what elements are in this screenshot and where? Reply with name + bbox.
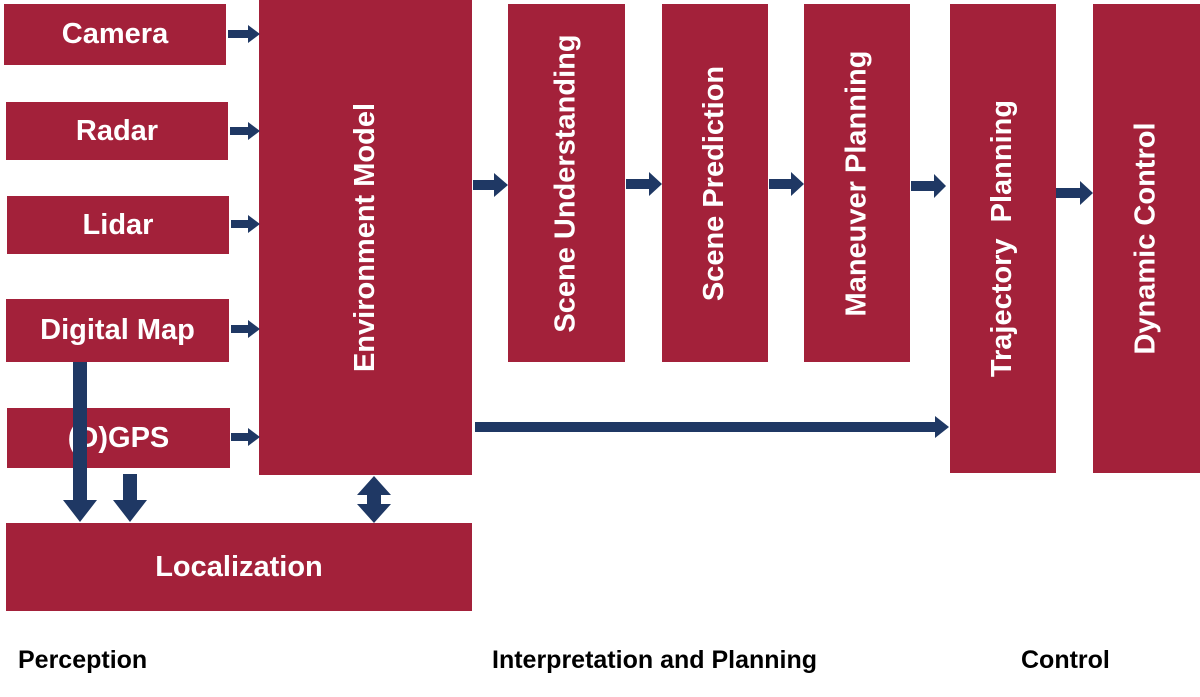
radar-arrow xyxy=(230,122,260,140)
camera-box: Camera xyxy=(4,4,226,65)
env-to-scene-understanding-arrow xyxy=(473,173,508,197)
dgps-arrow xyxy=(231,428,260,446)
trajectory-to-control-arrow xyxy=(1056,181,1093,205)
digital-map-arrow xyxy=(231,320,260,338)
maneuver-planning-box: Maneuver Planning xyxy=(804,4,910,362)
trajectory-planning-box: Trajectory Planning xyxy=(950,4,1056,473)
environment-model-box: Environment Model xyxy=(259,0,472,475)
dynamic-control-box: Dynamic Control xyxy=(1093,4,1200,473)
radar-box: Radar xyxy=(6,102,228,160)
digital-map-to-localization-arrow xyxy=(63,362,97,522)
scene-prediction-box: Scene Prediction xyxy=(662,4,768,362)
scene-understanding-box: Scene Understanding xyxy=(508,4,625,362)
dgps-to-localization-arrow xyxy=(113,474,147,522)
lidar-arrow xyxy=(231,215,260,233)
digital-map-box: Digital Map xyxy=(6,299,229,362)
scene-prediction-to-maneuver-arrow xyxy=(769,172,804,196)
env-to-trajectory-arrow xyxy=(475,416,949,438)
camera-arrow xyxy=(228,25,260,43)
camera-label: Camera xyxy=(61,18,169,50)
dgps-box: (D)GPS xyxy=(7,408,230,468)
control-section-label: Control xyxy=(1021,646,1110,674)
env-localization-bidirectional-arrow xyxy=(357,476,391,523)
digital-map-label: Digital Map xyxy=(40,314,195,346)
localization-box: Localization xyxy=(6,523,472,611)
radar-label: Radar xyxy=(75,114,159,147)
scene-understanding-to-prediction-arrow xyxy=(626,172,662,196)
lidar-box: Lidar xyxy=(7,196,229,254)
localization-label: Localization xyxy=(155,550,323,583)
interpretation-section-label: Interpretation and Planning xyxy=(492,646,818,674)
lidar-label: Lidar xyxy=(82,208,154,241)
maneuver-to-trajectory-arrow xyxy=(911,174,946,198)
perception-section-label: Perception xyxy=(18,646,148,674)
